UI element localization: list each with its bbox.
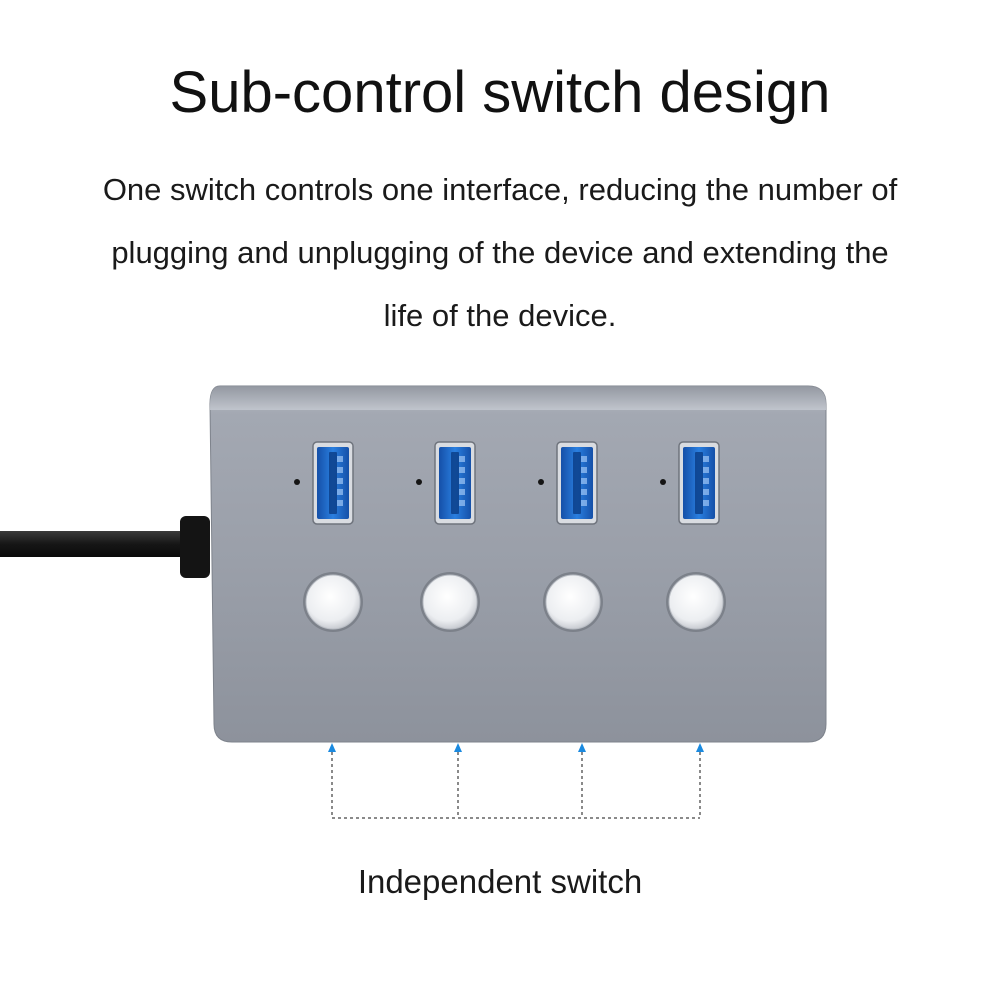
cable	[0, 516, 210, 578]
switch-button-icon[interactable]	[303, 572, 363, 632]
description-line-2: plugging and unplugging of the device an…	[111, 235, 889, 270]
usb-port-icon[interactable]	[434, 441, 476, 525]
switch-button-icon[interactable]	[543, 572, 603, 632]
indicator-led-icon	[416, 479, 422, 485]
description: One switch controls one interface, reduc…	[20, 158, 980, 347]
arrow-up-icon	[696, 743, 704, 752]
description-line-3: life of the device.	[383, 298, 617, 333]
indicator-led-icon	[660, 479, 666, 485]
arrow-up-icon	[328, 743, 336, 752]
usb-port-icon[interactable]	[312, 441, 354, 525]
usb-port-icon[interactable]	[678, 441, 720, 525]
switch-button-icon[interactable]	[666, 572, 726, 632]
ports-layer	[294, 441, 726, 632]
page-title: Sub-control switch design	[169, 60, 831, 125]
indicator-led-icon	[538, 479, 544, 485]
usb-hub-illustration	[0, 385, 827, 819]
arrow-up-icon	[454, 743, 462, 752]
usb-port-icon[interactable]	[556, 441, 598, 525]
arrow-up-icon	[578, 743, 586, 752]
indicator-led-icon	[294, 479, 300, 485]
switch-button-icon[interactable]	[420, 572, 480, 632]
switch-connectors	[328, 743, 704, 819]
description-line-1: One switch controls one interface, reduc…	[102, 172, 898, 207]
caption-independent-switch: Independent switch	[357, 863, 643, 900]
hub-body	[209, 385, 827, 743]
